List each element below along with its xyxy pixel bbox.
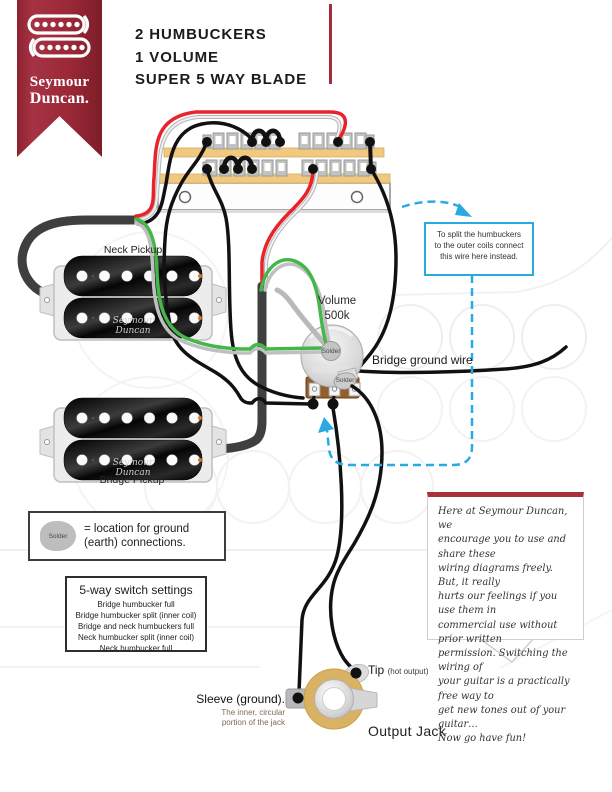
note-line: commercial use without prior written bbox=[438, 619, 558, 645]
tip-solder-dot bbox=[350, 667, 362, 679]
sleeve-subline: portion of the jack bbox=[221, 717, 285, 727]
title-divider bbox=[329, 4, 332, 84]
bridge-pickup bbox=[39, 397, 227, 483]
output-jack-label: Output Jack bbox=[368, 723, 447, 739]
coil-split-callout: To split the humbuckers to the outer coi… bbox=[424, 222, 534, 276]
note-line: get new tones out of your guitar… bbox=[438, 704, 566, 731]
bridge-green-wire bbox=[259, 258, 330, 352]
tip-label-text: Tip bbox=[368, 663, 385, 677]
solder-legend-text: = location for ground (earth) connection… bbox=[84, 522, 189, 550]
switch-settings-box: 5-way switch settings Bridge humbucker f… bbox=[65, 576, 207, 653]
note-line: permission. Switching the wiring of bbox=[438, 648, 568, 674]
switch-setting-item: Bridge and neck humbuckers full bbox=[77, 622, 195, 631]
switch-setting-item: Bridge humbucker full bbox=[97, 600, 175, 609]
sleeve-solder-dot bbox=[292, 692, 304, 704]
neck-pickup-label: Neck Pickup bbox=[103, 244, 163, 256]
neck-green-wire bbox=[134, 217, 324, 351]
solder-blob-icon: Solder bbox=[40, 521, 76, 551]
neck-pickup-brand-text: Seymour Duncan bbox=[112, 316, 154, 336]
tip-label: Tip (hot output) bbox=[368, 663, 429, 677]
ground-wires bbox=[134, 217, 333, 355]
neck-black-wire bbox=[136, 121, 254, 226]
output-jack bbox=[285, 663, 378, 730]
volume-label-text: Volume bbox=[317, 295, 357, 307]
switch-solder-dots bbox=[202, 137, 376, 174]
tip-sublabel-text: (hot output) bbox=[387, 667, 429, 676]
solder-label-top: Solder bbox=[321, 348, 341, 355]
split-guide-arrowhead-2 bbox=[318, 417, 334, 433]
note-line: hurts our feelings if you use them in bbox=[438, 591, 558, 617]
bridge-pickup-label: Bridge Pickup bbox=[99, 474, 165, 486]
neck-hot-red-wire bbox=[134, 110, 348, 218]
title-line: SUPER 5 WAY BLADE bbox=[135, 71, 308, 88]
solder-legend-line: (earth) connections. bbox=[84, 537, 186, 549]
switch-setting-item: Neck humbucker split (inner coil) bbox=[77, 633, 195, 642]
black-wire-to-pot-lug bbox=[162, 140, 312, 406]
sleeve-subline: The inner, circular bbox=[221, 708, 285, 717]
bridge-hot-red-wire bbox=[260, 167, 315, 288]
note-line: wiring diagrams freely. But, it really bbox=[438, 562, 553, 589]
wire-to-sleeve bbox=[297, 406, 344, 694]
bridge-pickup-brand-text: Seymour Duncan bbox=[112, 458, 154, 478]
solder-blob-case bbox=[333, 372, 357, 390]
neck-gray-wire bbox=[134, 221, 324, 355]
volume-pot-label: Volume 500k bbox=[307, 294, 367, 324]
coil-s-icon bbox=[27, 14, 91, 58]
title-line: 1 VOLUME bbox=[135, 48, 219, 66]
switch-settings-title: 5-way switch settings bbox=[79, 583, 193, 597]
pot-solder-points bbox=[307, 341, 359, 410]
bridge-ground-wire-label: Bridge ground wire bbox=[372, 353, 473, 367]
shield-wire bbox=[274, 287, 333, 353]
callout-line: this wire here instead. bbox=[440, 252, 518, 261]
sleeve-label-text: Sleeve (ground). bbox=[196, 692, 285, 706]
wire-to-tip bbox=[328, 384, 384, 673]
bridge-ground-wire bbox=[357, 345, 568, 375]
switch-setting-item: Bridge humbucker split (inner coil) bbox=[75, 611, 197, 620]
note-line: Now go have fun! bbox=[438, 733, 527, 745]
volume-value-text: 500k bbox=[324, 310, 350, 322]
callout-line: to the outer coils connect bbox=[434, 241, 524, 250]
brand-line-1: Seymour bbox=[29, 74, 90, 90]
sleeve-label: Sleeve (ground). The inner, circular por… bbox=[160, 692, 285, 727]
solder-label-case: Solder bbox=[335, 377, 355, 384]
five-way-switch bbox=[157, 128, 391, 213]
title-line: 2 HUMBUCKERS bbox=[135, 26, 267, 43]
solder-legend-line: = location for ground bbox=[84, 523, 190, 535]
solder-blob-top bbox=[321, 341, 341, 361]
page-title: 2 HUMBUCKERS 1 VOLUME SUPER 5 WAY BLADE bbox=[135, 24, 307, 92]
callout-line: To split the humbuckers bbox=[436, 230, 522, 239]
jack-wires bbox=[297, 384, 384, 694]
solder-legend-box: Solder = location for ground (earth) con… bbox=[28, 511, 226, 561]
note-line: Here at Seymour Duncan, we bbox=[438, 506, 568, 532]
brand-line-2: Duncan. bbox=[29, 90, 90, 107]
usage-note-bubble: Here at Seymour Duncan, we encourage you… bbox=[427, 492, 584, 744]
black-wire-to-pot-case bbox=[205, 167, 305, 400]
note-line: your guitar is a practically free way to bbox=[438, 676, 570, 702]
note-line: encourage you to use and share these bbox=[438, 534, 566, 560]
switch-setting-item: Neck humbucker full bbox=[99, 644, 173, 653]
split-guide-arrowhead-1 bbox=[455, 203, 472, 217]
switch-wires bbox=[134, 110, 398, 406]
